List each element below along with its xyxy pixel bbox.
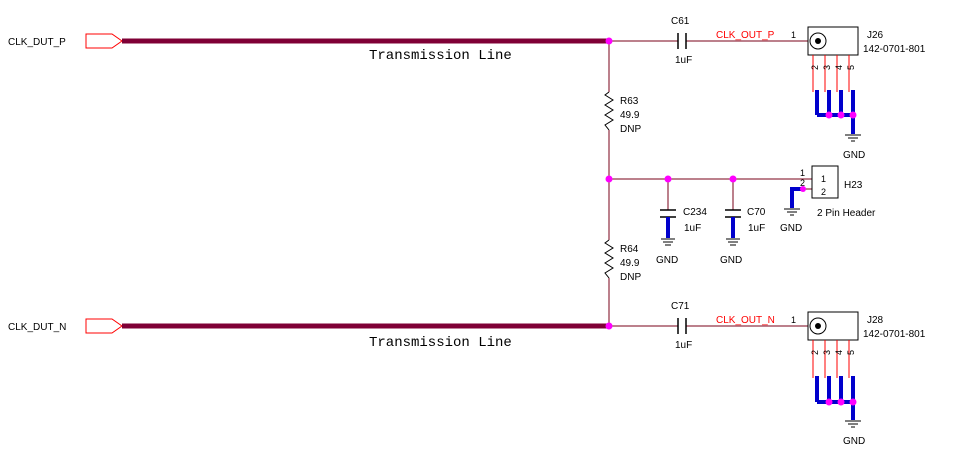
j28-ref: J28	[867, 315, 884, 326]
c61-ref: C61	[671, 16, 690, 27]
port-clk-dut-p-label: CLK_DUT_P	[8, 37, 66, 48]
j26-pin2-label: 2	[810, 65, 820, 70]
j28-pin4-label: 4	[834, 350, 844, 355]
junction-bottom	[605, 322, 613, 330]
junction-j28-b	[837, 398, 845, 406]
net-label-clk-out-p: CLK_OUT_P	[716, 30, 775, 41]
j28-pin5-label: 5	[846, 350, 856, 355]
junction-j28-c	[849, 398, 857, 406]
header-h23: 1 2 1 2 H23 2 Pin Header GND	[780, 165, 876, 234]
junction-mid	[605, 175, 613, 183]
h23-inner-pin1: 1	[821, 174, 826, 184]
j26-ref: J26	[867, 30, 884, 41]
junction-c70	[729, 175, 737, 183]
r63-ref: R63	[620, 96, 639, 107]
junction-j26-c	[849, 111, 857, 119]
c70-value: 1uF	[748, 223, 765, 234]
j28-pin3-label: 3	[822, 350, 832, 355]
r63-note: DNP	[620, 124, 641, 135]
transmission-line-n-label: Transmission Line	[369, 335, 512, 351]
j26-pin4-label: 4	[834, 65, 844, 70]
resistor-r63: R63 49.9 DNP	[604, 91, 641, 135]
port-clk-dut-n-label: CLK_DUT_N	[8, 322, 66, 333]
j26-pin1-label: 1	[791, 30, 796, 40]
port-clk-dut-n: CLK_DUT_N	[8, 318, 123, 334]
c71-value: 1uF	[675, 340, 692, 351]
j28-gnd-label: GND	[843, 436, 865, 447]
junction-j28-a	[825, 398, 833, 406]
h23-pin1-label: 1	[800, 168, 805, 178]
h23-gnd-label: GND	[780, 223, 802, 234]
j26-part: 142-0701-801	[863, 44, 926, 55]
transmission-line-p-label: Transmission Line	[369, 48, 512, 64]
j26-pin5-label: 5	[846, 65, 856, 70]
h23-inner-pin2: 2	[821, 187, 826, 197]
junction-top	[605, 37, 613, 45]
j26-pin3-label: 3	[822, 65, 832, 70]
capacitor-c71: C71 1uF	[671, 301, 692, 351]
capacitor-c234: C234 1uF GND	[656, 207, 707, 266]
port-clk-dut-p: CLK_DUT_P	[8, 33, 123, 49]
c70-ref: C70	[747, 207, 766, 218]
connector-j26: 1 J26 142-0701-801 2 3 4 5 GND	[791, 26, 926, 161]
capacitor-c70: C70 1uF GND	[720, 207, 766, 266]
j28-part: 142-0701-801	[863, 329, 926, 340]
c70-gnd-label: GND	[720, 255, 742, 266]
connector-j28: 1 J28 142-0701-801 2 3 4 5 GND	[791, 311, 926, 447]
c71-ref: C71	[671, 301, 690, 312]
capacitor-c61: C61 1uF	[671, 16, 692, 66]
junctions	[605, 37, 857, 406]
r64-ref: R64	[620, 244, 639, 255]
j28-pin2-label: 2	[810, 350, 820, 355]
h23-desc: 2 Pin Header	[817, 208, 876, 219]
junction-j26-a	[825, 111, 833, 119]
r63-value: 49.9	[620, 110, 640, 121]
c234-value: 1uF	[684, 223, 701, 234]
c234-ref: C234	[683, 207, 707, 218]
resistor-r64: R64 49.9 DNP	[604, 239, 641, 283]
net-label-clk-out-n: CLK_OUT_N	[716, 315, 775, 326]
c234-gnd-label: GND	[656, 255, 678, 266]
junction-c234	[664, 175, 672, 183]
wires	[608, 40, 812, 327]
junction-h23-pin2	[800, 186, 806, 192]
c61-value: 1uF	[675, 55, 692, 66]
r64-value: 49.9	[620, 258, 640, 269]
j28-pin1-label: 1	[791, 315, 796, 325]
junction-j26-b	[837, 111, 845, 119]
h23-pin2-label: 2	[800, 178, 805, 188]
r64-note: DNP	[620, 272, 641, 283]
h23-ref: H23	[844, 180, 863, 191]
j26-gnd-label: GND	[843, 150, 865, 161]
